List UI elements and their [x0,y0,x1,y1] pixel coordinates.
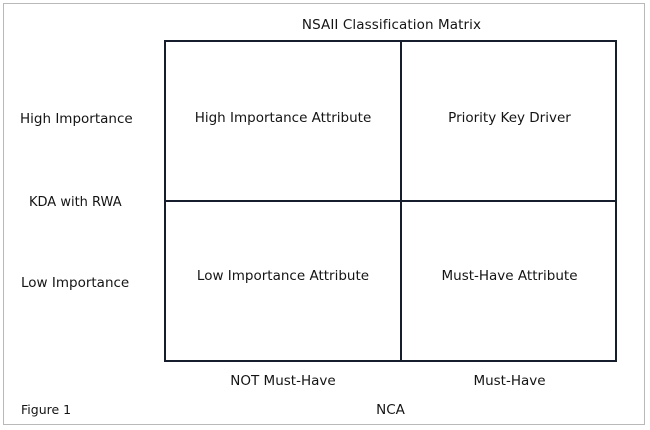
figure-frame: NSAII Classification Matrix High Importa… [3,3,645,425]
quadrant-label: Low Importance Attribute [196,268,370,284]
y-axis-tick-low-importance: Low Importance [21,275,130,291]
x-axis-title: NCA [376,402,405,418]
x-axis-tick-not-must-have: NOT Must-Have [230,373,336,389]
quadrant-label: Must-Have Attribute [441,268,578,284]
x-axis-tick-must-have: Must-Have [473,373,546,389]
y-axis-tick-high-importance: High Importance [20,111,133,127]
quadrant-label: High Importance Attribute [194,110,372,126]
chart-title: NSAII Classification Matrix [301,17,482,33]
quadrant-low-importance-attribute: Low Importance Attribute [166,202,400,360]
y-axis-title: KDA with RWA [29,195,122,210]
quadrant-priority-key-driver: Priority Key Driver [402,42,617,200]
figure-caption: Figure 1 [21,402,72,417]
matrix-horizontal-divider [164,200,617,202]
quadrant-label: Priority Key Driver [448,110,571,126]
quadrant-high-importance-attribute: High Importance Attribute [166,42,400,200]
quadrant-must-have-attribute: Must-Have Attribute [402,202,617,360]
